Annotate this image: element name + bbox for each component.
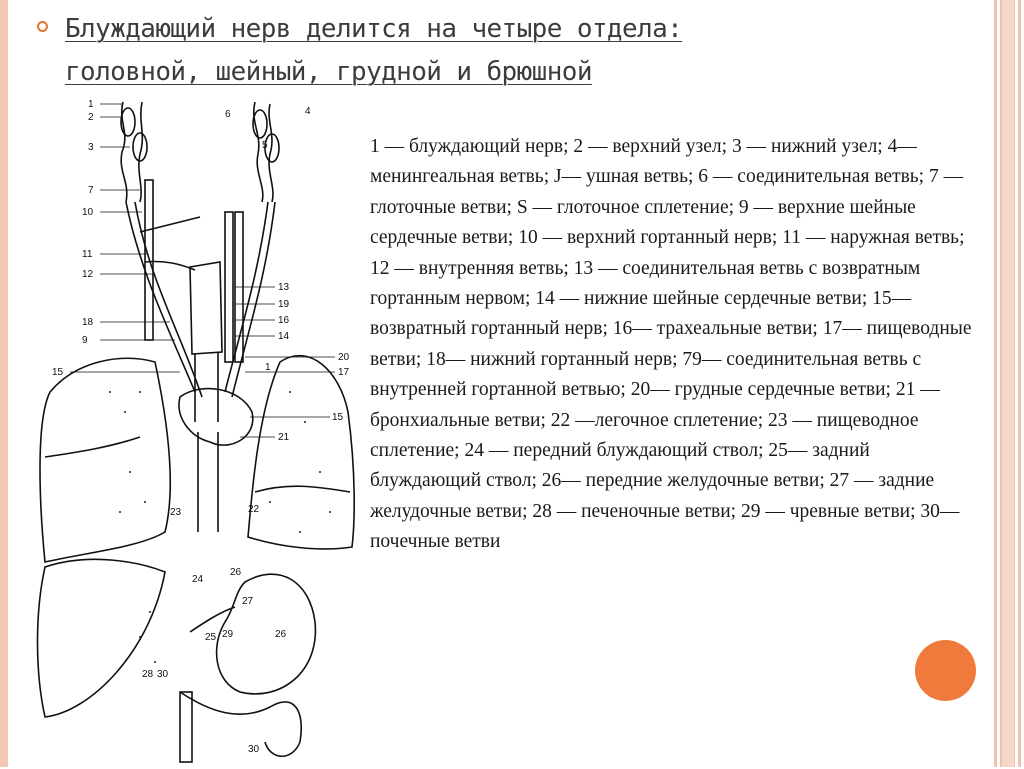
figure-label: 22	[248, 504, 260, 515]
figure-label: 10	[82, 207, 94, 218]
stomach	[215, 573, 317, 695]
figure-label: 29	[222, 629, 234, 640]
duodenum	[179, 691, 302, 758]
right-vagus-trunk	[224, 201, 269, 393]
figure-label: 17	[338, 367, 350, 378]
figure-label: 18	[82, 317, 94, 328]
figure-label: 15	[332, 412, 344, 423]
left-lung-fissure	[44, 436, 141, 458]
liver	[36, 558, 166, 718]
figure-label: 3	[88, 142, 94, 153]
figure-label: 25	[205, 632, 217, 643]
orange-circle-icon	[915, 640, 976, 701]
figure-label: 15	[52, 367, 64, 378]
figure-label: 24	[192, 574, 204, 585]
right-border	[994, 0, 1024, 767]
figure-label: 19	[278, 299, 290, 310]
left-inferior-ganglion	[132, 132, 148, 162]
left-vagus-top-2	[138, 101, 144, 203]
superior-laryngeal	[144, 260, 196, 271]
right-border-inner	[1002, 0, 1014, 767]
figure-label: 2	[88, 112, 94, 123]
circle-bullet-icon	[37, 21, 48, 32]
left-vagus-trunk	[125, 201, 196, 393]
left-superior-ganglion	[120, 107, 136, 137]
aortic-arch	[178, 387, 254, 446]
figure-label: 23	[170, 507, 182, 518]
figure-label: 21	[278, 432, 290, 443]
right-vagus-trunk-2	[231, 201, 276, 398]
figure-label: 26	[275, 629, 287, 640]
right-carotid	[224, 211, 234, 363]
trachea	[194, 352, 219, 422]
figure-label: 30	[157, 669, 169, 680]
gastric-branch	[189, 606, 236, 633]
title-line-2: головной, шейный, грудной и брюшной	[65, 57, 592, 87]
figure-label: 1	[88, 99, 94, 110]
larynx	[189, 261, 223, 355]
right-vagus-top	[253, 101, 264, 203]
aorta-lower	[179, 691, 193, 763]
esophagus	[197, 432, 219, 532]
figure-label: 12	[82, 269, 94, 280]
figure-label: 27	[242, 596, 254, 607]
diagram-svg: 1 2 3 4 5 6 7 10 11 12 13 19 16 14 18 9 …	[36, 99, 356, 763]
right-inferior-ganglion	[264, 133, 280, 163]
right-superior-ganglion	[252, 109, 268, 139]
figure-label: 20	[338, 352, 350, 363]
figure-label: 7	[88, 185, 94, 196]
slide-title: Блуждающий нерв делится на четыре отдела…	[65, 8, 865, 94]
figure-label: 16	[278, 315, 290, 326]
left-lung	[39, 357, 172, 563]
figure-label: 4	[305, 106, 311, 117]
figure-label: 5	[262, 140, 268, 151]
vagus-nerve-diagram: 1 2 3 4 5 6 7 10 11 12 13 19 16 14 18 9 …	[30, 92, 375, 764]
figure-label: 30	[248, 744, 260, 755]
figure-label: 14	[278, 331, 290, 342]
right-lung-fissure	[254, 485, 351, 493]
left-vagus-trunk-2	[134, 201, 203, 398]
figure-label: 28	[142, 669, 154, 680]
right-vagus-top-2	[268, 103, 274, 203]
figure-label: 1	[265, 362, 271, 373]
figure-legend: 1 — блуждающий нерв; 2 — верхний узел; 3…	[370, 136, 972, 553]
figure-label: 11	[82, 249, 93, 260]
leader-lines	[70, 103, 335, 438]
lung-stipple	[109, 391, 331, 663]
title-line-1: Блуждающий нерв делится на четыре отдела…	[65, 14, 683, 44]
figure-label: 26	[230, 567, 242, 578]
figure-label: 9	[82, 335, 88, 346]
figure-label: 13	[278, 282, 290, 293]
right-lung	[247, 355, 356, 550]
left-border	[0, 0, 8, 767]
figure-label: 6	[225, 109, 231, 120]
pharyngeal-branch	[139, 216, 201, 233]
